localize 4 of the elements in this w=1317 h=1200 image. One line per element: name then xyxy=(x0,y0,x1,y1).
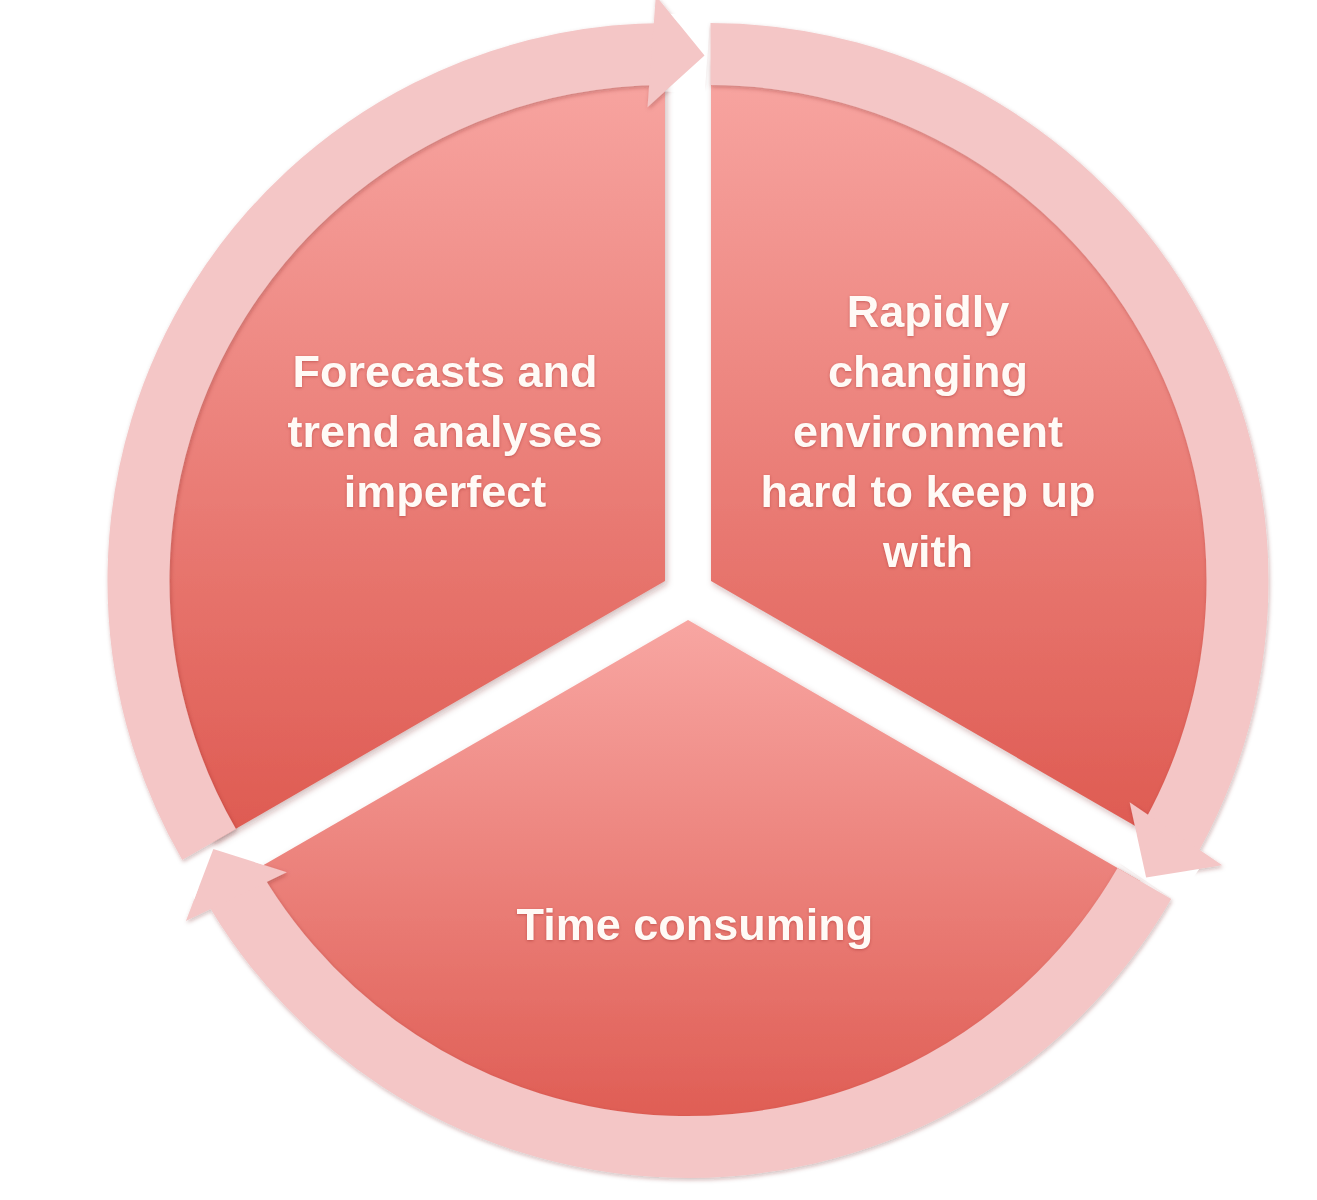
segment-label: Time consuming xyxy=(516,898,874,952)
segment-label: Rapidly changing environment hard to keep up with xyxy=(759,285,1097,579)
curved-arrow xyxy=(107,0,705,859)
segment-label: Forecasts and trend analyses imperfect xyxy=(286,345,604,519)
